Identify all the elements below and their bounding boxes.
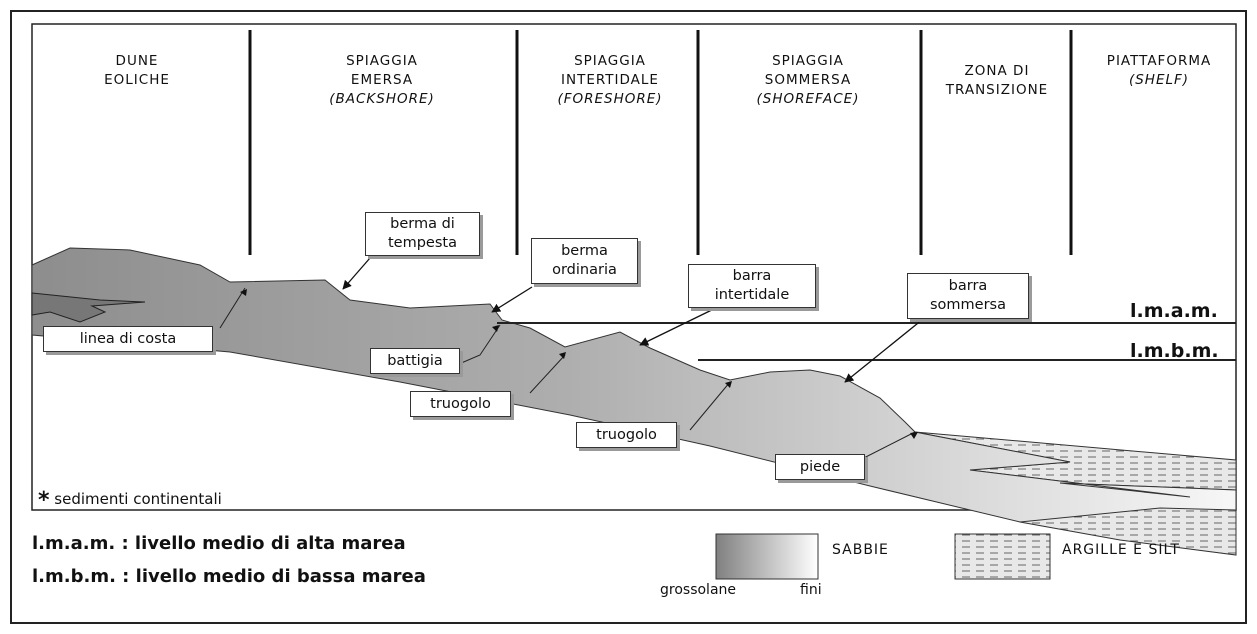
label-piede: piede (775, 454, 865, 480)
definition-low: l.m.b.m. : livello medio di bassa marea (32, 566, 426, 587)
label-linea-di-costa: linea di costa (43, 326, 213, 352)
label-battigia: battigia (370, 348, 460, 374)
level-lmam: l.m.a.m. (1130, 300, 1218, 322)
legend-grossolane: grossolane (660, 582, 737, 598)
legend-argille-silt: ARGILLE E SILT (1062, 542, 1180, 558)
label-truogolo-2: truogolo (576, 422, 677, 448)
definition-high: l.m.a.m. : livello medio di alta marea (32, 533, 406, 554)
level-lmbm: l.m.b.m. (1130, 340, 1219, 362)
pointer-arrows (342, 257, 929, 383)
legend-fini: fini (800, 582, 822, 598)
zone-dividers (248, 30, 1073, 255)
sand-legend-swatch (715, 533, 819, 580)
upslope-arrowheads (240, 289, 918, 439)
clay-legend-swatch (954, 533, 1051, 580)
continental-note: * sedimenti continentali (38, 488, 222, 513)
beach-profile-svg (10, 10, 1247, 624)
sand-body (31, 247, 1237, 523)
label-truogolo-1: truogolo (410, 391, 511, 417)
zone-piattaforma: PIATTAFORMA(SHELF) (1106, 53, 1212, 88)
legend-sabbie: SABBIE (832, 542, 889, 558)
continental-wedge (31, 292, 146, 323)
